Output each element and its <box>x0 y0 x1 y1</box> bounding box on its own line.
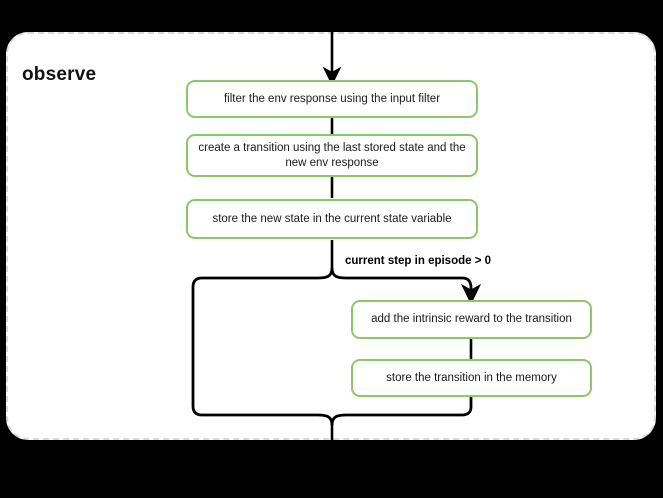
node-add-intrinsic-reward[interactable]: add the intrinsic reward to the transiti… <box>351 300 592 339</box>
node-label: create a transition using the last store… <box>198 141 466 169</box>
edge-label-current-step: current step in episode > 0 <box>345 255 492 267</box>
node-store-transition-memory[interactable]: store the transition in the memory <box>351 359 592 397</box>
node-label: filter the env response using the input … <box>223 92 441 105</box>
node-label: store the transition in the memory <box>386 371 557 384</box>
node-create-transition[interactable]: create a transition using the last store… <box>186 134 478 177</box>
node-label: add the intrinsic reward to the transiti… <box>371 313 572 325</box>
scope-title: observe <box>22 64 97 85</box>
node-filter-env-response[interactable]: filter the env response using the input … <box>186 80 478 118</box>
node-store-new-state[interactable]: store the new state in the current state… <box>186 199 478 239</box>
node-label: store the new state in the current state… <box>212 212 452 225</box>
